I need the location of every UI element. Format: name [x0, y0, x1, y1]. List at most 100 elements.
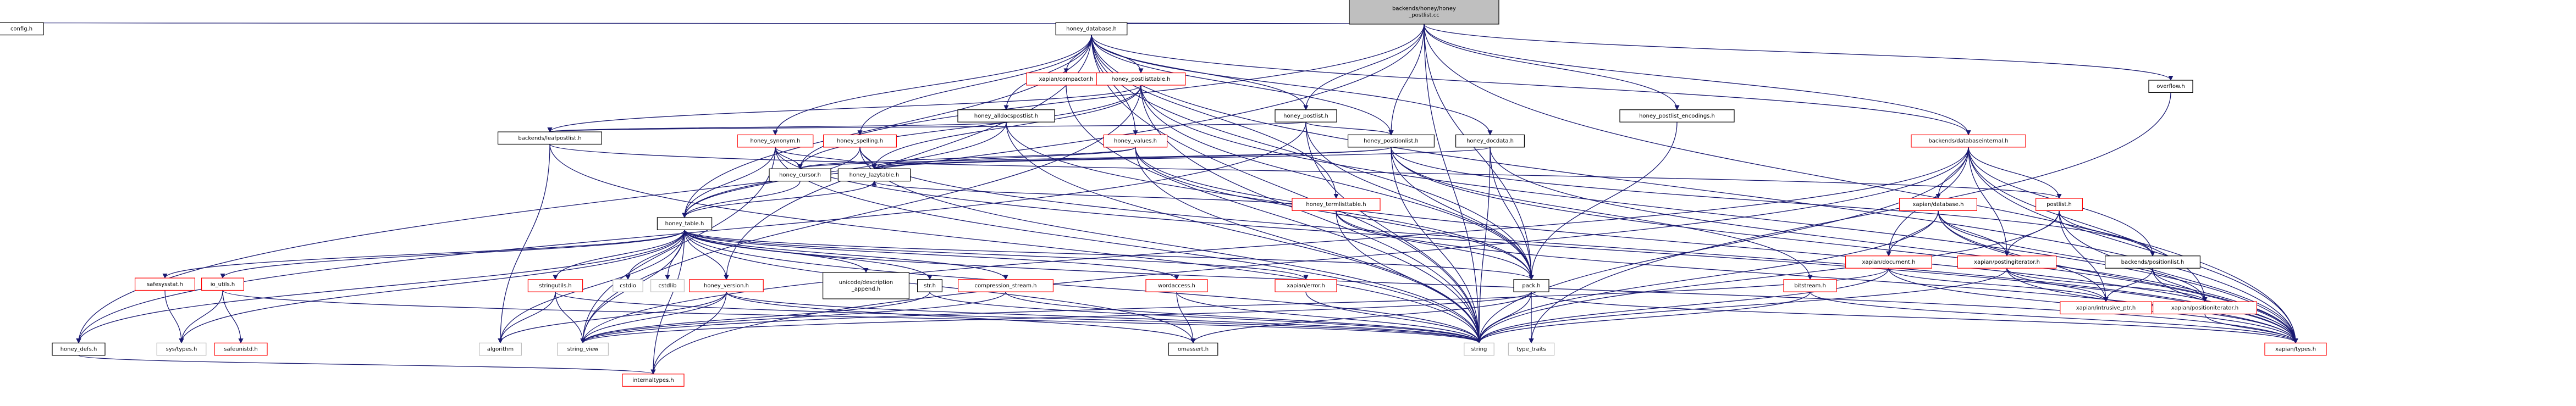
edge-compression_stream_h-to-string_view	[580, 292, 1006, 344]
node-label: honey_docdata.h	[1466, 138, 1514, 144]
edge-honey_table_h-to-str_h	[684, 230, 933, 280]
node-backends-positionlist-h[interactable]: backends/positionlist.h	[2105, 255, 2201, 269]
node-xapian-database-h[interactable]: xapian/database.h	[1899, 198, 1978, 211]
node-wordaccess-h[interactable]: wordaccess.h	[1145, 279, 1208, 292]
node-honey-postlist-encodings-h[interactable]: honey_postlist_encodings.h	[1619, 109, 1735, 123]
node-xapian-positioniterator-h[interactable]: xapian/positioniterator.h	[2153, 301, 2258, 315]
node-label: honey_database.h	[1066, 26, 1117, 32]
node-honey-synonym-h[interactable]: honey_synonym.h	[737, 134, 814, 148]
node-box	[497, 131, 602, 145]
edge-honey_database_h-to-xapian_compactor_h	[1063, 35, 1092, 74]
node-honey-postlist-h[interactable]: honey_postlist.h	[1275, 109, 1337, 123]
node-box	[1783, 279, 1837, 292]
node-overflow-h[interactable]: overflow.h	[2148, 80, 2193, 93]
node-label: xapian/compactor.h	[1039, 76, 1093, 82]
node-root[interactable]: backends/honey/honey_postlist.cc	[1349, 0, 1499, 25]
node-string-view[interactable]: string_view	[556, 342, 609, 356]
node-xapian-error-h[interactable]: xapian/error.h	[1275, 279, 1337, 292]
edge-honey_database_h-to-honey_table_h	[682, 35, 1092, 218]
edge-stringutils_h-to-algorithm	[498, 292, 556, 344]
node-cstdlib[interactable]: cstdlib	[650, 279, 685, 292]
node-label: honey_version.h	[704, 283, 749, 289]
node-config-h[interactable]: config.h	[0, 22, 44, 36]
node-bitstream-h[interactable]: bitstream.h	[1783, 279, 1837, 292]
node-algorithm[interactable]: algorithm	[478, 342, 522, 356]
node-xapian-document-h[interactable]: xapian/document.h	[1845, 255, 1933, 269]
edge-pack_h-to-string_view	[580, 291, 1532, 344]
node-box	[2105, 255, 2201, 269]
node-backends-databaseinternal-h[interactable]: backends/databaseinternal.h	[1911, 134, 2026, 148]
node-box	[1619, 109, 1735, 123]
edge-postlist_h-to-xapian_types_h	[2059, 210, 2298, 344]
edge-honey_database_h-to-honey_positionlist_h	[1091, 35, 1394, 136]
node-box	[2148, 80, 2193, 93]
edge-honey_synonym_h-to-string	[775, 147, 1482, 344]
node-label: honey_spelling.h	[837, 138, 883, 144]
node-honey-spelling-h[interactable]: honey_spelling.h	[823, 134, 897, 148]
edge-honey_postlisttable_h-to-pack_h	[1140, 85, 1534, 280]
node-label: _append.h	[851, 286, 880, 292]
node-postlist-h[interactable]: postlist.h	[2036, 198, 2083, 211]
node-honey-version-h[interactable]: honey_version.h	[689, 279, 764, 292]
node-internaltypes-h[interactable]: internaltypes.h	[622, 374, 685, 387]
node-honey-alldocspostlist-h[interactable]: honey_alldocspostlist.h	[957, 109, 1055, 123]
node-box	[650, 279, 685, 292]
node-pack-h[interactable]: pack.h	[1513, 279, 1549, 292]
node-label: xapian/types.h	[2275, 347, 2316, 353]
edge-root-to-honey_postlist_h	[1303, 24, 1425, 110]
edge-honey_postlist_h-to-backends_leafpostlist_h	[548, 121, 1306, 132]
node-compression-stream-h[interactable]: compression_stream.h	[957, 279, 1053, 292]
node-box	[957, 279, 1053, 292]
node-honey-docdata-h[interactable]: honey_docdata.h	[1455, 134, 1525, 148]
node-xapian-compactor-h[interactable]: xapian/compactor.h	[1026, 72, 1106, 86]
node-label: safeunistd.h	[224, 347, 257, 353]
node-label: honey_positionlist.h	[1364, 138, 1419, 144]
edge-honey_table_h-to-cstdio	[625, 230, 685, 280]
node-label: stringutils.h	[539, 283, 571, 289]
node-box	[1845, 255, 1933, 269]
node-honey-postlisttable-h[interactable]: honey_postlisttable.h	[1096, 72, 1186, 86]
node-io-utils-h[interactable]: io_utils.h	[201, 277, 245, 291]
node-safesysstat-h[interactable]: safesysstat.h	[135, 277, 196, 291]
node-honey-lazytable-h[interactable]: honey_lazytable.h	[837, 168, 911, 182]
node-honey-termlisttable-h[interactable]: honey_termlisttable.h	[1292, 198, 1381, 211]
node-type-traits[interactable]: type_traits	[1508, 342, 1555, 356]
edge-backends_databaseinternal_h-to-xapian_types_h	[1968, 147, 2298, 344]
edge-io_utils_h-to-safeunistd_h	[222, 290, 244, 344]
node-sys-types-h[interactable]: sys/types.h	[156, 342, 207, 356]
node-xapian-postingiterator-h[interactable]: xapian/postingiterator.h	[1957, 255, 2057, 269]
node-label: string	[1471, 347, 1487, 353]
edge-honey_table_h-to-safesysstat_h	[162, 230, 685, 279]
node-honey-cursor-h[interactable]: honey_cursor.h	[769, 168, 831, 182]
edge-root-to-honey_postlist_encodings_h	[1424, 24, 1680, 110]
node-honey-table-h[interactable]: honey_table.h	[657, 217, 713, 230]
edge-honey_table_h-to-wordaccess_h	[684, 230, 1179, 280]
node-xapian-intrusive-ptr-h[interactable]: xapian/intrusive_ptr.h	[2060, 301, 2152, 315]
edge-honey_postlist_h-to-honey_defs_h	[76, 122, 1306, 344]
node-honey-database-h[interactable]: honey_database.h	[1055, 22, 1128, 36]
node-honey-defs-h[interactable]: honey_defs.h	[52, 342, 106, 356]
node-label: io_utils.h	[211, 281, 235, 287]
edge-backends_positionlist_h-to-xapian_intrusive_ptr_h	[2103, 268, 2153, 303]
node-stringutils-h[interactable]: stringutils.h	[527, 279, 583, 292]
node-box	[613, 279, 643, 292]
node-label: safesysstat.h	[147, 281, 183, 287]
node-str-h[interactable]: str.h	[917, 279, 942, 292]
node-backends-leafpostlist-h[interactable]: backends/leafpostlist.h	[497, 131, 602, 145]
edge-honey_positionlist_h-to-pack_h	[1391, 147, 1534, 280]
node-unicode-description-append-h[interactable]: unicode/description_append.h	[822, 272, 909, 299]
edge-xapian_postingiterator_h-to-xapian_intrusive_ptr_h	[2006, 268, 2109, 303]
node-xapian-types-h[interactable]: xapian/types.h	[2264, 342, 2327, 356]
node-safeunistd-h[interactable]: safeunistd.h	[214, 342, 268, 356]
node-label: algorithm	[487, 347, 514, 353]
node-omassert-h[interactable]: omassert.h	[1168, 342, 1218, 356]
node-box	[0, 22, 44, 36]
edge-honey_database_h-to-backends_databaseinternal_h	[1091, 35, 1971, 136]
node-label: postlist.h	[2047, 202, 2072, 208]
node-label: type_traits	[1516, 347, 1546, 353]
node-honey-values-h[interactable]: honey_values.h	[1103, 134, 1168, 148]
node-string[interactable]: string	[1464, 342, 1494, 356]
edge-honey_docdata_h-to-pack_h	[1490, 147, 1534, 280]
node-cstdio[interactable]: cstdio	[613, 279, 643, 292]
node-honey-positionlist-h[interactable]: honey_positionlist.h	[1348, 134, 1435, 148]
